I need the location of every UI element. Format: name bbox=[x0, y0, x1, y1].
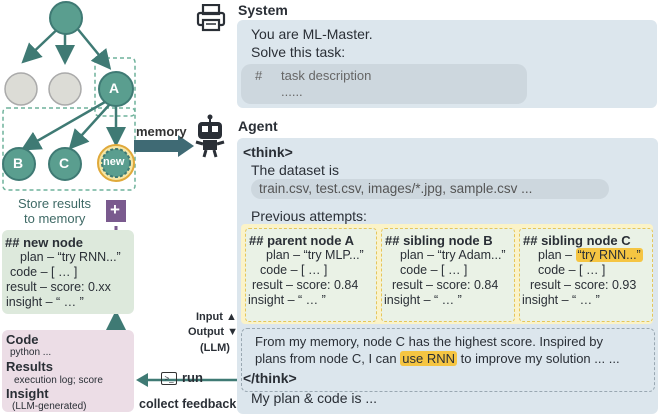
feedback-results-sub: execution log; score bbox=[14, 375, 103, 386]
tree-diagram bbox=[2, 1, 136, 334]
final-plan: My plan & code is ... bbox=[251, 390, 378, 406]
new-node-plan: plan – “try RNN...” bbox=[20, 250, 121, 264]
card-parent-a: ## parent node A plan – “try MLP...” cod… bbox=[245, 228, 377, 322]
card-plan: plan – “try Adam...” bbox=[400, 248, 506, 262]
agent-panel: <think> The dataset is train.csv, test.c… bbox=[237, 138, 658, 414]
node-b bbox=[2, 147, 36, 181]
card-plan: plan – “try MLP...” bbox=[266, 248, 364, 262]
terminal-icon: >_ bbox=[161, 372, 177, 385]
task-description: task description bbox=[281, 68, 372, 83]
dataset-intro: The dataset is bbox=[251, 162, 339, 178]
root-node bbox=[49, 1, 83, 35]
memory-arrow bbox=[134, 135, 194, 157]
grey-node-2 bbox=[48, 72, 82, 106]
agent-title: Agent bbox=[238, 118, 278, 134]
task-hash: # bbox=[255, 68, 263, 83]
memory-label: memory bbox=[136, 124, 187, 139]
feedback-card: Code python ... Results execution log; s… bbox=[2, 330, 134, 412]
card-sibling-c: ## sibling node C plan – “try RNN...” co… bbox=[519, 228, 653, 322]
card-result: result – score: 0.84 bbox=[252, 278, 359, 292]
system-title: System bbox=[238, 2, 288, 18]
new-node-card: ## new node plan – “try RNN...” code – [… bbox=[2, 230, 134, 314]
llm-label: (LLM) bbox=[200, 342, 230, 354]
plus-box bbox=[106, 200, 126, 222]
output-text-1: From my memory, node C has the highest s… bbox=[255, 334, 604, 349]
output-text-2: plans from node C, I can use RNN to impr… bbox=[255, 351, 620, 366]
card-title: ## sibling node C bbox=[523, 233, 631, 248]
card-sibling-b: ## sibling node B plan – “try Adam...” c… bbox=[381, 228, 515, 322]
card-result: result – score: 0.93 bbox=[530, 278, 637, 292]
node-a-label: A bbox=[109, 80, 120, 96]
node-a bbox=[98, 71, 134, 107]
feedback-results-label: Results bbox=[6, 359, 53, 374]
files-pill bbox=[251, 179, 609, 199]
output-box bbox=[241, 328, 655, 392]
card-title: ## parent node A bbox=[249, 233, 354, 248]
feedback-code-label: Code bbox=[6, 332, 39, 347]
card-result: result – score: 0.84 bbox=[392, 278, 499, 292]
prev-attempts: Previous attempts: bbox=[251, 208, 367, 224]
node-new bbox=[101, 148, 131, 178]
task-box bbox=[241, 64, 527, 104]
edge-a-b bbox=[20, 100, 106, 151]
node-new-label: new bbox=[103, 156, 125, 168]
card-plan: plan – “try RNN...” bbox=[538, 248, 643, 262]
system-panel: You are ML-Master. Solve this task: # ta… bbox=[237, 20, 657, 108]
run-label: run bbox=[182, 370, 203, 385]
plan-highlight: “try RNN...” bbox=[575, 248, 643, 262]
robot-icon bbox=[193, 114, 227, 158]
new-node-result: result – score: 0.xx bbox=[6, 280, 111, 294]
card-insight: insight – “ … ” bbox=[384, 293, 462, 307]
subtree-frame-top bbox=[94, 57, 136, 117]
feedback-code-sub: python ... bbox=[10, 347, 52, 358]
card-title: ## sibling node B bbox=[385, 233, 493, 248]
files-text: train.csv, test.csv, images/*.jpg, sampl… bbox=[259, 181, 533, 196]
think-open: <think> bbox=[243, 144, 293, 160]
printer-icon bbox=[196, 3, 226, 32]
plus-icon: + bbox=[110, 200, 120, 219]
feedback-insight-label: Insight bbox=[6, 386, 49, 401]
card-code: code – [ … ] bbox=[538, 263, 606, 277]
node-c bbox=[48, 147, 82, 181]
think-close: </think> bbox=[243, 370, 297, 386]
feedback-insight-sub: (LLM-generated) bbox=[12, 401, 87, 412]
input-label: Input ▲ bbox=[196, 311, 237, 323]
node-b-label: B bbox=[13, 155, 24, 171]
system-line2: Solve this task: bbox=[251, 44, 346, 60]
store-caption-2: to memory bbox=[24, 211, 86, 226]
output-label: Output ▼ bbox=[188, 326, 238, 338]
card-insight: insight – “ … ” bbox=[522, 293, 600, 307]
card-code: code – [ … ] bbox=[400, 263, 468, 277]
task-dots: ...... bbox=[281, 84, 303, 99]
edge-a-c bbox=[68, 103, 111, 150]
system-line1: You are ML-Master. bbox=[251, 26, 373, 42]
card-code: code – [ … ] bbox=[260, 263, 328, 277]
new-node-title: ## new node bbox=[5, 235, 84, 250]
store-caption-1: Store results bbox=[18, 196, 91, 211]
new-node-code: code – [ … ] bbox=[10, 265, 78, 279]
new-node-insight: insight – “ … ” bbox=[6, 295, 84, 309]
use-rnn-highlight: use RNN bbox=[400, 351, 457, 366]
collect-feedback-label: collect feedback bbox=[139, 397, 237, 411]
node-c-label: C bbox=[59, 155, 70, 171]
card-insight: insight – “ … ” bbox=[248, 293, 326, 307]
grey-node-1 bbox=[4, 72, 38, 106]
